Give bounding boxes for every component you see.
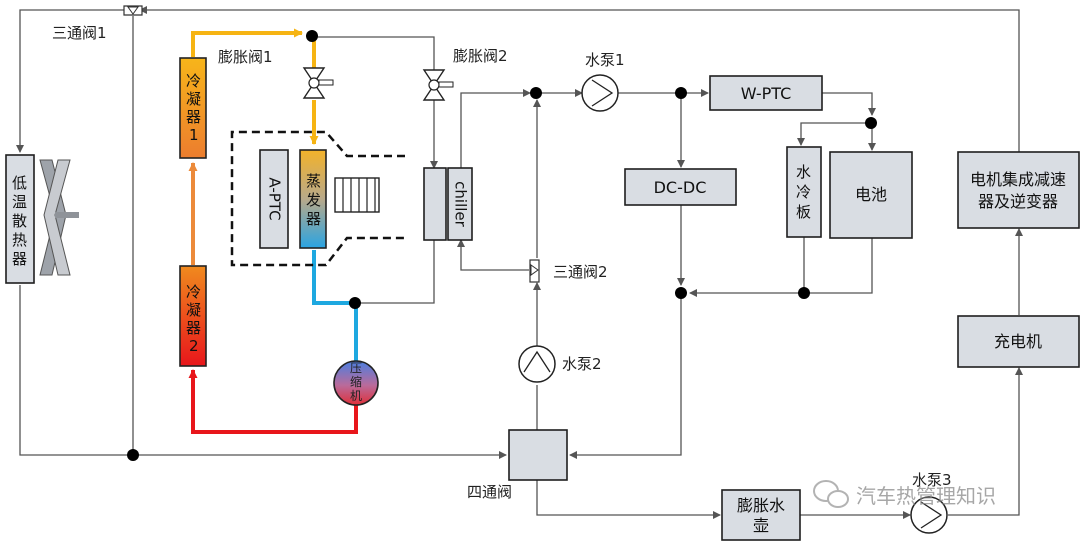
blower-grille-icon [334, 177, 380, 213]
water-pump-3-icon [910, 496, 948, 534]
condenser-1-label-3: 1 [189, 126, 199, 144]
dc-dc-label: DC-DC [654, 178, 707, 197]
hvac-housing [230, 130, 405, 267]
battery-label: 电池 [855, 185, 887, 204]
four-way-valve [508, 429, 568, 481]
fan-icon [39, 159, 79, 276]
three-way-valve-2-label: 三通阀2 [553, 263, 608, 281]
expansion-valve-1-label: 膨胀阀1 [218, 48, 273, 66]
a-ptc-label: A-PTC [266, 177, 284, 220]
evaporator-label-1: 发 [306, 191, 321, 209]
evaporator: 蒸 发 器 [299, 149, 327, 249]
water-plate-label-2: 板 [796, 203, 811, 221]
watermark: 汽车热管理知识 [813, 480, 996, 508]
motor-reducer-inverter: 电机集成减速 器及逆变器 [957, 151, 1080, 229]
radiator-label-0: 低 [12, 174, 27, 192]
three-way-valve-2 [529, 259, 540, 283]
expansion-tank-label-0: 膨胀水 [737, 496, 785, 515]
condenser-1: 冷 凝 器 1 [179, 57, 207, 159]
condenser-1-label-0: 冷 [186, 72, 201, 90]
charger: 充电机 [957, 315, 1080, 368]
compressor-label-0: 压 [350, 361, 362, 375]
water-pump-3-label: 水泵3 [912, 471, 952, 489]
four-way-valve-label: 四通阀 [467, 483, 512, 501]
coolant-lines [16, 6, 1023, 519]
radiator-label-1: 温 [12, 193, 27, 211]
w-ptc: W-PTC [709, 75, 823, 111]
condenser-2-label-2: 器 [186, 319, 201, 337]
chiller: chiller [423, 167, 473, 241]
chiller-label: chiller [452, 181, 470, 227]
condenser-2-label-0: 冷 [186, 283, 201, 301]
expansion-valve-1-icon [302, 67, 334, 99]
water-pump-1-icon [581, 74, 619, 112]
battery: 电池 [829, 151, 913, 239]
water-pump-1-label: 水泵1 [585, 51, 625, 69]
water-cooling-plate: 水 冷 板 [786, 146, 822, 238]
three-way-valve-1 [123, 5, 143, 16]
a-ptc: A-PTC [259, 149, 289, 249]
junction-dots [127, 30, 877, 461]
radiator-label-3: 热 [12, 231, 27, 249]
evaporator-label-0: 蒸 [306, 172, 321, 190]
charger-label: 充电机 [994, 332, 1042, 351]
water-plate-label-0: 水 [796, 163, 811, 181]
watermark-text: 汽车热管理知识 [856, 484, 996, 508]
dc-dc: DC-DC [624, 168, 737, 206]
compressor-label-2: 机 [350, 389, 362, 403]
evaporator-label-2: 器 [306, 210, 321, 228]
refrigerant-lines [188, 28, 358, 434]
expansion-tank: 膨胀水 壶 [721, 489, 801, 541]
water-pump-2-icon [518, 345, 556, 383]
condenser-2: 冷 凝 器 2 [179, 265, 207, 367]
motor-label-0: 电机集成减速 [970, 170, 1066, 189]
low-temp-radiator: 低 温 散 热 器 [5, 154, 35, 284]
expansion-valve-2-icon [422, 69, 454, 101]
radiator-label-4: 器 [12, 250, 27, 268]
water-pump-2-label: 水泵2 [562, 355, 602, 373]
compressor-label-1: 缩 [350, 374, 362, 389]
wechat-logo-icon [813, 480, 849, 508]
compressor: 压 缩 机 [333, 360, 379, 406]
condenser-2-label-3: 2 [189, 337, 199, 355]
condenser-1-label-2: 器 [186, 108, 201, 126]
radiator-label-2: 散 [12, 212, 27, 230]
condenser-1-label-1: 凝 [186, 90, 201, 108]
w-ptc-label: W-PTC [741, 84, 792, 103]
water-plate-label-1: 冷 [796, 183, 811, 201]
motor-label-1: 器及逆变器 [978, 192, 1058, 211]
three-way-valve-1-label: 三通阀1 [52, 24, 107, 42]
condenser-2-label-1: 凝 [186, 301, 201, 319]
expansion-valve-2-label: 膨胀阀2 [453, 47, 508, 65]
expansion-tank-label-1: 壶 [753, 516, 769, 535]
